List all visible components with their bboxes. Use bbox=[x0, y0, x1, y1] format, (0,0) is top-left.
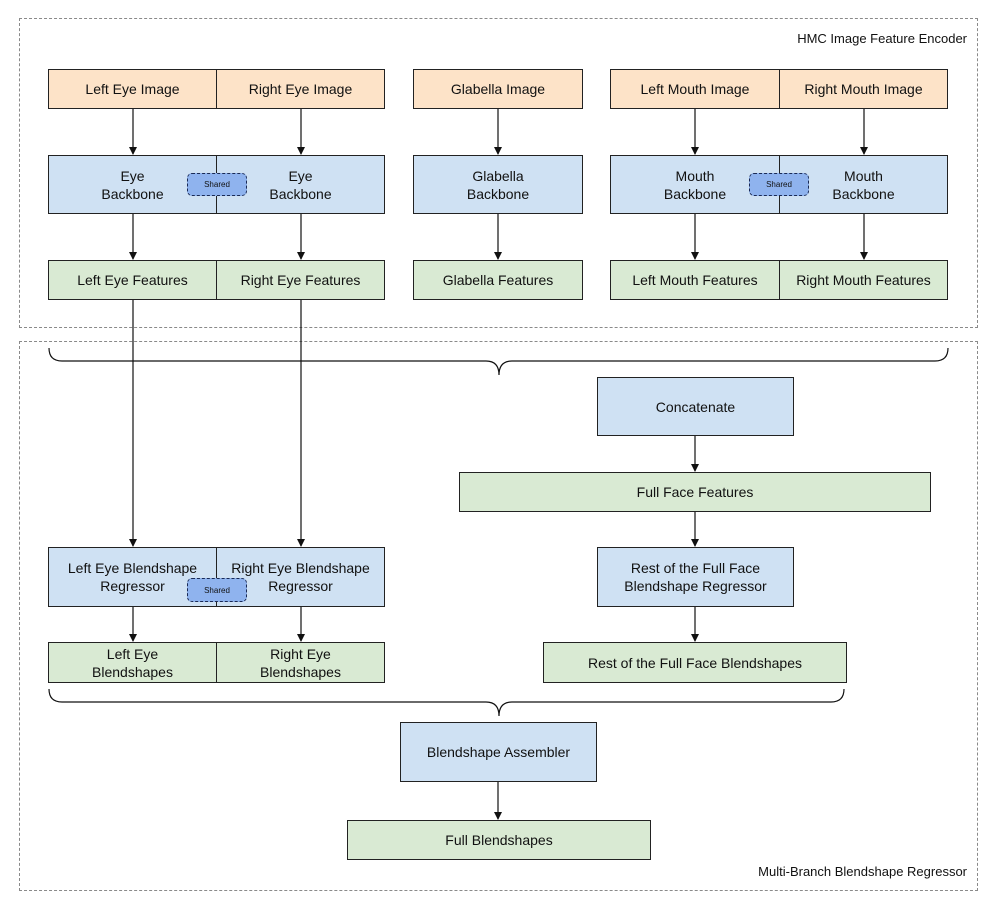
glabella-backbone: Glabella Backbone bbox=[413, 155, 583, 214]
right-mouth-features: Right Mouth Features bbox=[779, 260, 948, 300]
left-mouth-image: Left Mouth Image bbox=[610, 69, 780, 109]
full-face-features: Full Face Features bbox=[459, 472, 931, 512]
blendshape-assembler: Blendshape Assembler bbox=[400, 722, 597, 782]
glabella-features: Glabella Features bbox=[413, 260, 583, 300]
full-blendshapes: Full Blendshapes bbox=[347, 820, 651, 860]
eye-shared-badge: Shared bbox=[187, 173, 247, 196]
mouth-shared-badge: Shared bbox=[749, 173, 809, 196]
concatenate-box: Concatenate bbox=[597, 377, 794, 436]
encoder-region-label: HMC Image Feature Encoder bbox=[797, 31, 967, 46]
rest-full-face-blendshapes: Rest of the Full Face Blendshapes bbox=[543, 642, 847, 683]
regressor-region-label: Multi-Branch Blendshape Regressor bbox=[758, 864, 967, 879]
left-eye-image: Left Eye Image bbox=[48, 69, 217, 109]
right-eye-blendshapes: Right Eye Blendshapes bbox=[216, 642, 385, 683]
right-mouth-image: Right Mouth Image bbox=[779, 69, 948, 109]
regressor-region bbox=[19, 341, 978, 891]
encoder-region bbox=[19, 18, 978, 328]
left-eye-features: Left Eye Features bbox=[48, 260, 217, 300]
left-eye-blendshapes: Left Eye Blendshapes bbox=[48, 642, 217, 683]
glabella-image: Glabella Image bbox=[413, 69, 583, 109]
rest-full-face-blendshape-regressor: Rest of the Full Face Blendshape Regress… bbox=[597, 547, 794, 607]
right-eye-image: Right Eye Image bbox=[216, 69, 385, 109]
right-eye-features: Right Eye Features bbox=[216, 260, 385, 300]
left-mouth-features: Left Mouth Features bbox=[610, 260, 780, 300]
regressor-shared-badge: Shared bbox=[187, 578, 247, 602]
